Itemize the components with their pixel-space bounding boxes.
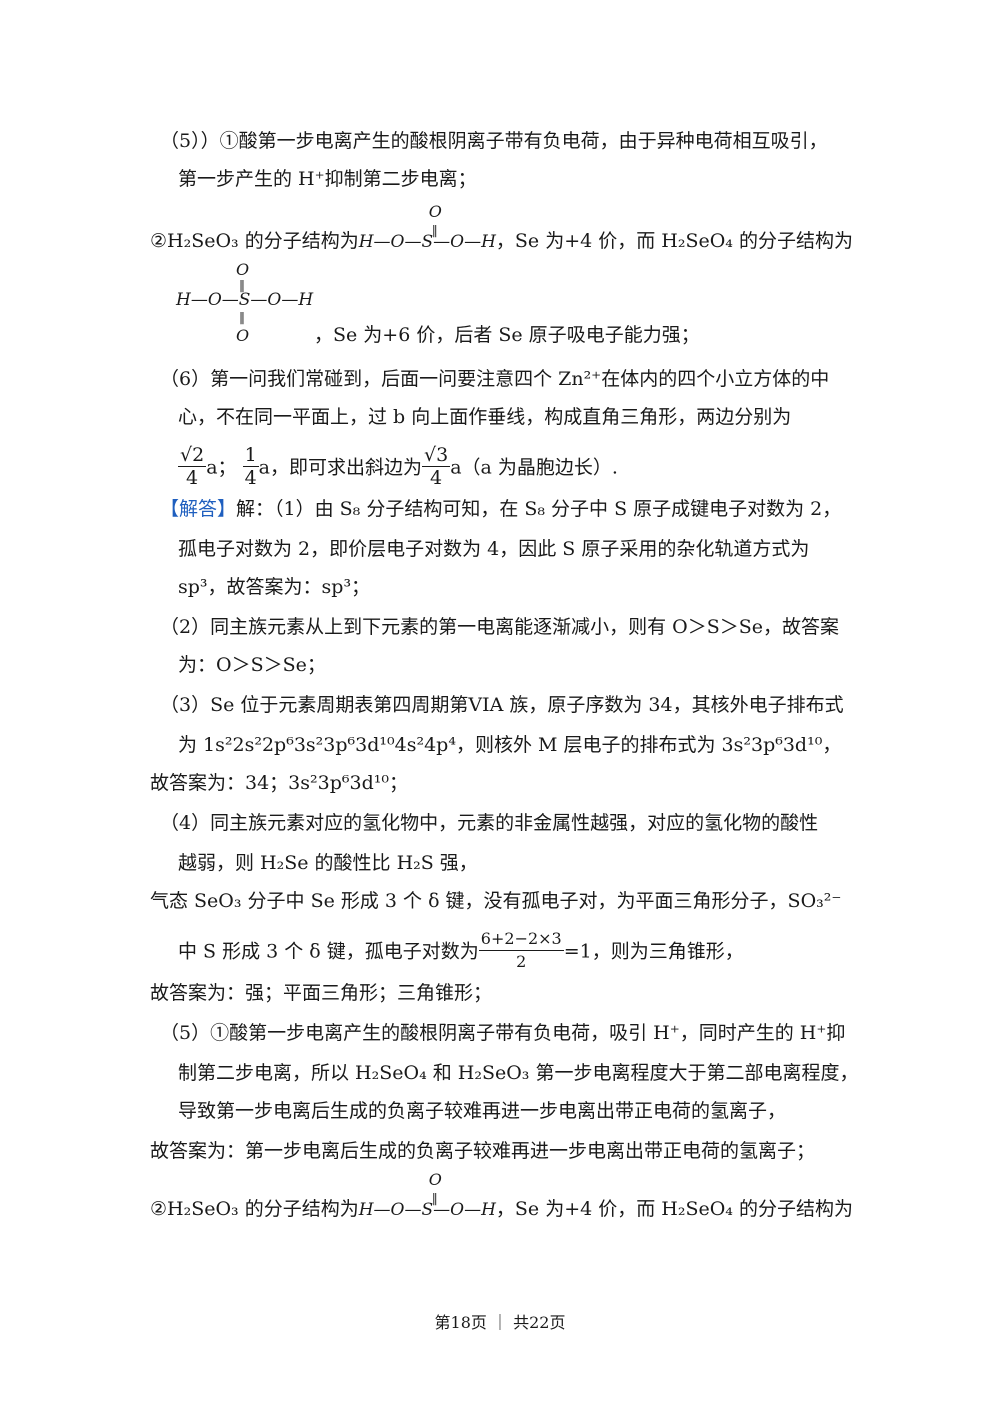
text-segment: 中 S 形成 3 个 δ 键，孤电子对数为 — [178, 940, 479, 963]
text-line: 气态 SeO₃ 分子中 Se 形成 3 个 δ 键，没有孤电子对，为平面三角形分… — [150, 890, 842, 912]
h2seo3-structure: O‖H—O—S—O—H — [358, 202, 496, 255]
text-line: 故答案为：34；3s²3p⁶3d¹⁰； — [150, 772, 408, 794]
text-line: （2）同主族元素从上到下元素的第一电离能逐渐减小，则有 O＞S＞Se，故答案 — [160, 616, 839, 638]
fraction-numerator: 1 — [242, 444, 259, 467]
page-footer: 第18页 ｜ 共22页 — [434, 1313, 566, 1332]
text-line: 心，不在同一平面上，过 b 向上面作垂线，构成直角三角形，两边分别为 — [178, 406, 792, 428]
text-line: 第一步产生的 H⁺抑制第二步电离； — [178, 168, 477, 190]
text-segment: ②H₂SeO₃ 的分子结构为 — [150, 1198, 359, 1220]
structure-oxygen-top: O — [236, 260, 250, 279]
text-line: 故答案为：第一步电离后生成的负离子较难再进一步电离出带正电荷的氢离子； — [150, 1140, 816, 1162]
text-line: 故答案为：强；平面三角形；三角锥形； — [150, 982, 493, 1004]
fraction-numerator: √2 — [178, 444, 207, 467]
text-segment: a，即可求出斜边为 — [258, 456, 422, 479]
text-line: 为：O＞S＞Se； — [178, 654, 326, 676]
text-segment: 解：（1）由 S₈ 分子结构可知，在 S₈ 分子中 S 原子成键电子对数为 2， — [236, 498, 842, 520]
text-line: 为 1s²2s²2p⁶3s²3p⁶3d¹⁰4s²4p⁴，则核外 M 层电子的排布… — [178, 734, 842, 756]
structure-chain: H—O—S—O—H — [358, 232, 496, 252]
text-segment: a； — [206, 456, 237, 479]
text-segment: =1，则为三角锥形， — [563, 940, 744, 963]
fraction-denominator: 2 — [516, 952, 527, 971]
fraction-numerator: √3 — [422, 444, 451, 467]
fraction-denominator: 4 — [186, 467, 199, 489]
text-line: （3）Se 位于元素周期表第四周期第VIA 族，原子序数为 34，其核外电子排布… — [160, 694, 844, 716]
text-line: 【解答】解：（1）由 S₈ 分子结构可知，在 S₈ 分子中 S 原子成键电子对数… — [160, 496, 841, 522]
text-line: （6）第一问我们常碰到，后面一问要注意四个 Zn²⁺在体内的四个小立方体的中 — [160, 368, 830, 390]
text-segment: ，Se 为+4 价，而 H₂SeO₄ 的分子结构为 — [495, 1198, 853, 1220]
text-line: （4）同主族元素对应的氢化物中，元素的非金属性越强，对应的氢化物的酸性 — [160, 812, 819, 834]
text-line: （5）①酸第一步电离产生的酸根阴离子带有负电荷，吸引 H⁺，同时产生的 H⁺抑 — [160, 1022, 846, 1044]
text-line: 制第二步电离，所以 H₂SeO₄ 和 H₂SeO₃ 第一步电离程度大于第二部电离… — [178, 1062, 859, 1084]
h2seo4-structure: O ‖ H—O—S—O—H ‖ O — [176, 260, 314, 345]
answer-tag: 【解答】 — [160, 498, 237, 520]
structure-oxygen-bottom: O — [236, 326, 250, 345]
fraction-denominator: 4 — [244, 467, 257, 489]
fraction-numerator: 6+2−2×3 — [478, 928, 564, 951]
text-segment: a（a 为晶胞边长）. — [450, 456, 618, 479]
text-segment: ②H₂SeO₃ 的分子结构为 — [150, 230, 359, 252]
fraction-denominator: 4 — [430, 467, 443, 489]
structure-oxygen-top: O — [428, 202, 442, 221]
text-line: 导致第一步电离后生成的负离子较难再进一步电离出带正电荷的氢离子， — [178, 1100, 787, 1122]
text-line: （5））①酸第一步电离产生的酸根阴离子带有负电荷，由于异种电荷相互吸引， — [160, 130, 828, 152]
structure-chain: H—O—S—O—H — [176, 290, 314, 310]
text-line: sp³，故答案为：sp³； — [178, 576, 371, 598]
h2seo3-structure: O‖H—O—S—O—H — [358, 1170, 496, 1223]
structure-oxygen-top: O — [428, 1170, 442, 1189]
text-line: 越弱，则 H₂Se 的酸性比 H₂S 强， — [178, 852, 478, 874]
structure-chain: H—O—S—O—H — [358, 1200, 496, 1220]
text-line: 孤电子对数为 2，即价层电子对数为 4，因此 S 原子采用的杂化轨道方式为 — [178, 538, 810, 560]
text-segment: ，Se 为+4 价，而 H₂SeO₄ 的分子结构为 — [495, 230, 853, 252]
text-line: ，Se 为+6 价，后者 Se 原子吸电子能力强； — [314, 324, 700, 346]
